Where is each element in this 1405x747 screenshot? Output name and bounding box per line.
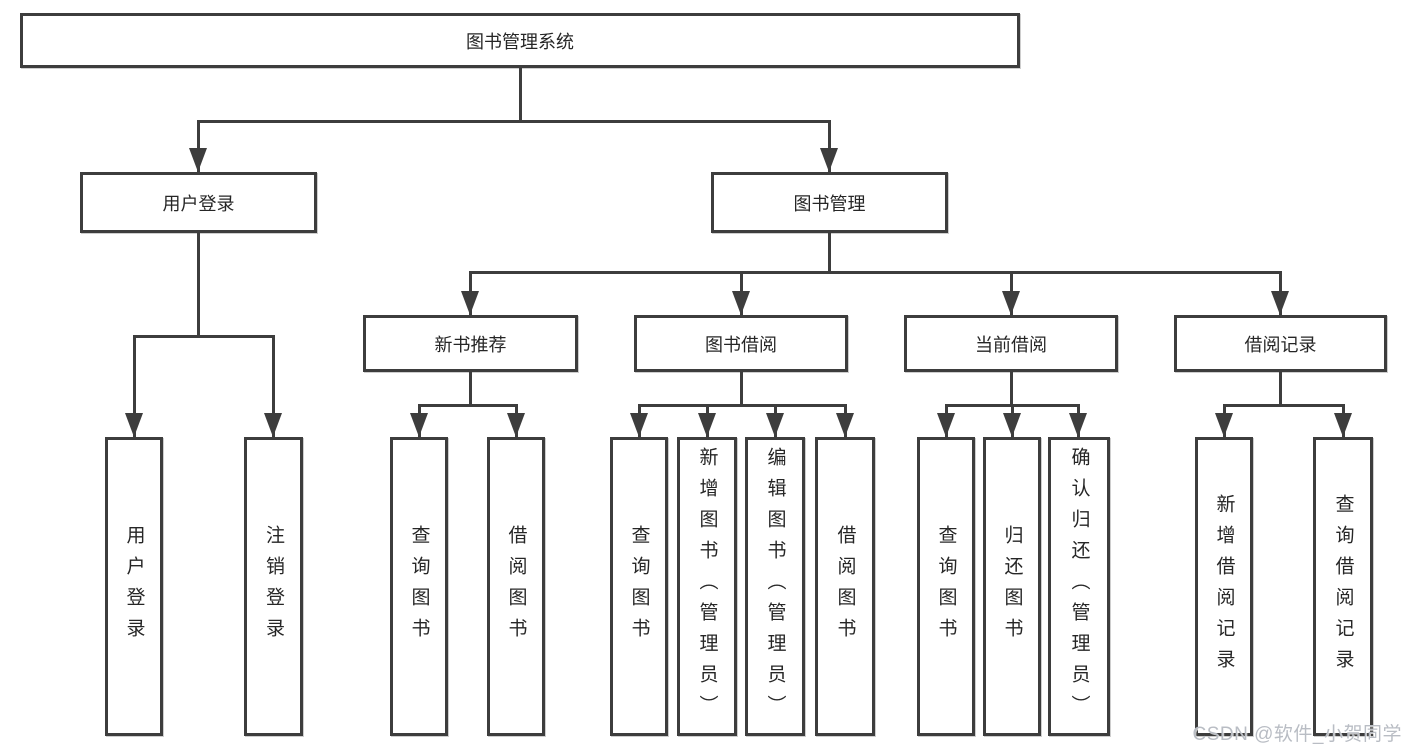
connector-line xyxy=(197,120,831,123)
arrowhead-icon xyxy=(461,291,479,315)
node-label: 图书借阅 xyxy=(705,334,777,355)
connector-line xyxy=(1223,404,1344,407)
connector-line xyxy=(740,372,743,407)
connector-line xyxy=(197,233,200,335)
leaf-user-login: 用户登录 xyxy=(105,437,163,736)
leaf-logout: 注销登录 xyxy=(244,437,303,736)
leaf-label: 查询图书 xyxy=(408,524,430,649)
leaf-label: 借阅图书 xyxy=(834,524,856,649)
connector-line xyxy=(197,120,200,172)
arrowhead-icon xyxy=(732,291,750,315)
leaf-confirm-return-admin: 确认归还（管理员） xyxy=(1048,437,1110,736)
connector-line xyxy=(272,335,275,437)
arrowhead-icon xyxy=(264,413,282,437)
leaf-query-books: 查询图书 xyxy=(390,437,448,736)
node-current-borrowing: 当前借阅 xyxy=(904,315,1118,372)
connector-line xyxy=(828,233,831,273)
node-new-book-recommend: 新书推荐 xyxy=(363,315,578,372)
arrowhead-icon xyxy=(189,148,207,172)
node-label: 新书推荐 xyxy=(434,334,507,355)
connector-line xyxy=(828,120,831,172)
leaf-label: 查询图书 xyxy=(935,524,957,649)
leaf-add-books-admin: 新增图书（管理员） xyxy=(677,437,737,736)
csdn-watermark: CSDN @软件_小贺同学 xyxy=(1192,724,1402,745)
node-label: 用户登录 xyxy=(162,193,235,214)
node-label: 图书管理系统 xyxy=(466,31,574,52)
node-book-borrowing: 图书借阅 xyxy=(634,315,848,372)
arrowhead-icon xyxy=(125,413,143,437)
connector-line xyxy=(133,335,275,338)
leaf-label: 新增借阅记录 xyxy=(1213,493,1235,680)
arrowhead-icon xyxy=(410,413,428,437)
arrowhead-icon xyxy=(1003,413,1021,437)
node-label: 图书管理 xyxy=(793,193,866,214)
arrowhead-icon xyxy=(836,413,854,437)
leaf-borrow-books: 借阅图书 xyxy=(815,437,875,736)
connector-line xyxy=(469,271,1282,274)
leaf-label: 编辑图书（管理员） xyxy=(764,447,786,726)
leaf-label: 查询借阅记录 xyxy=(1332,493,1354,680)
leaf-label: 归还图书 xyxy=(1001,524,1023,649)
leaf-query-borrow-record: 查询借阅记录 xyxy=(1313,437,1373,736)
node-label: 当前借阅 xyxy=(975,334,1047,355)
connector-line xyxy=(469,372,472,407)
node-user-login: 用户登录 xyxy=(80,172,317,233)
leaf-return-books: 归还图书 xyxy=(983,437,1041,736)
connector-line xyxy=(1279,372,1282,407)
connector-line xyxy=(1010,372,1013,407)
connector-line xyxy=(638,404,846,407)
arrowhead-icon xyxy=(1069,413,1087,437)
arrowhead-icon xyxy=(630,413,648,437)
leaf-add-borrow-record: 新增借阅记录 xyxy=(1195,437,1253,736)
node-book-management-system: 图书管理系统 xyxy=(20,13,1020,68)
leaf-label: 新增图书（管理员） xyxy=(696,447,718,726)
arrowhead-icon xyxy=(937,413,955,437)
leaf-query-books: 查询图书 xyxy=(917,437,975,736)
leaf-label: 查询图书 xyxy=(628,524,650,649)
arrowhead-icon xyxy=(1334,413,1352,437)
arrowhead-icon xyxy=(507,413,525,437)
node-label: 借阅记录 xyxy=(1244,334,1317,355)
leaf-query-books: 查询图书 xyxy=(610,437,668,736)
leaf-label: 借阅图书 xyxy=(505,524,527,649)
arrowhead-icon xyxy=(820,148,838,172)
leaf-borrow-books: 借阅图书 xyxy=(487,437,545,736)
node-borrowing-records: 借阅记录 xyxy=(1174,315,1387,372)
arrowhead-icon xyxy=(1271,291,1289,315)
arrowhead-icon xyxy=(698,413,716,437)
leaf-label: 注销登录 xyxy=(263,524,284,649)
arrowhead-icon xyxy=(766,413,784,437)
node-book-management: 图书管理 xyxy=(711,172,948,233)
arrowhead-icon xyxy=(1002,291,1020,315)
leaf-edit-books-admin: 编辑图书（管理员） xyxy=(745,437,805,736)
arrowhead-icon xyxy=(1215,413,1233,437)
connector-line xyxy=(519,68,522,120)
connector-line xyxy=(418,404,518,407)
connector-line xyxy=(133,335,136,437)
leaf-label: 用户登录 xyxy=(123,524,145,649)
leaf-label: 确认归还（管理员） xyxy=(1068,447,1090,726)
